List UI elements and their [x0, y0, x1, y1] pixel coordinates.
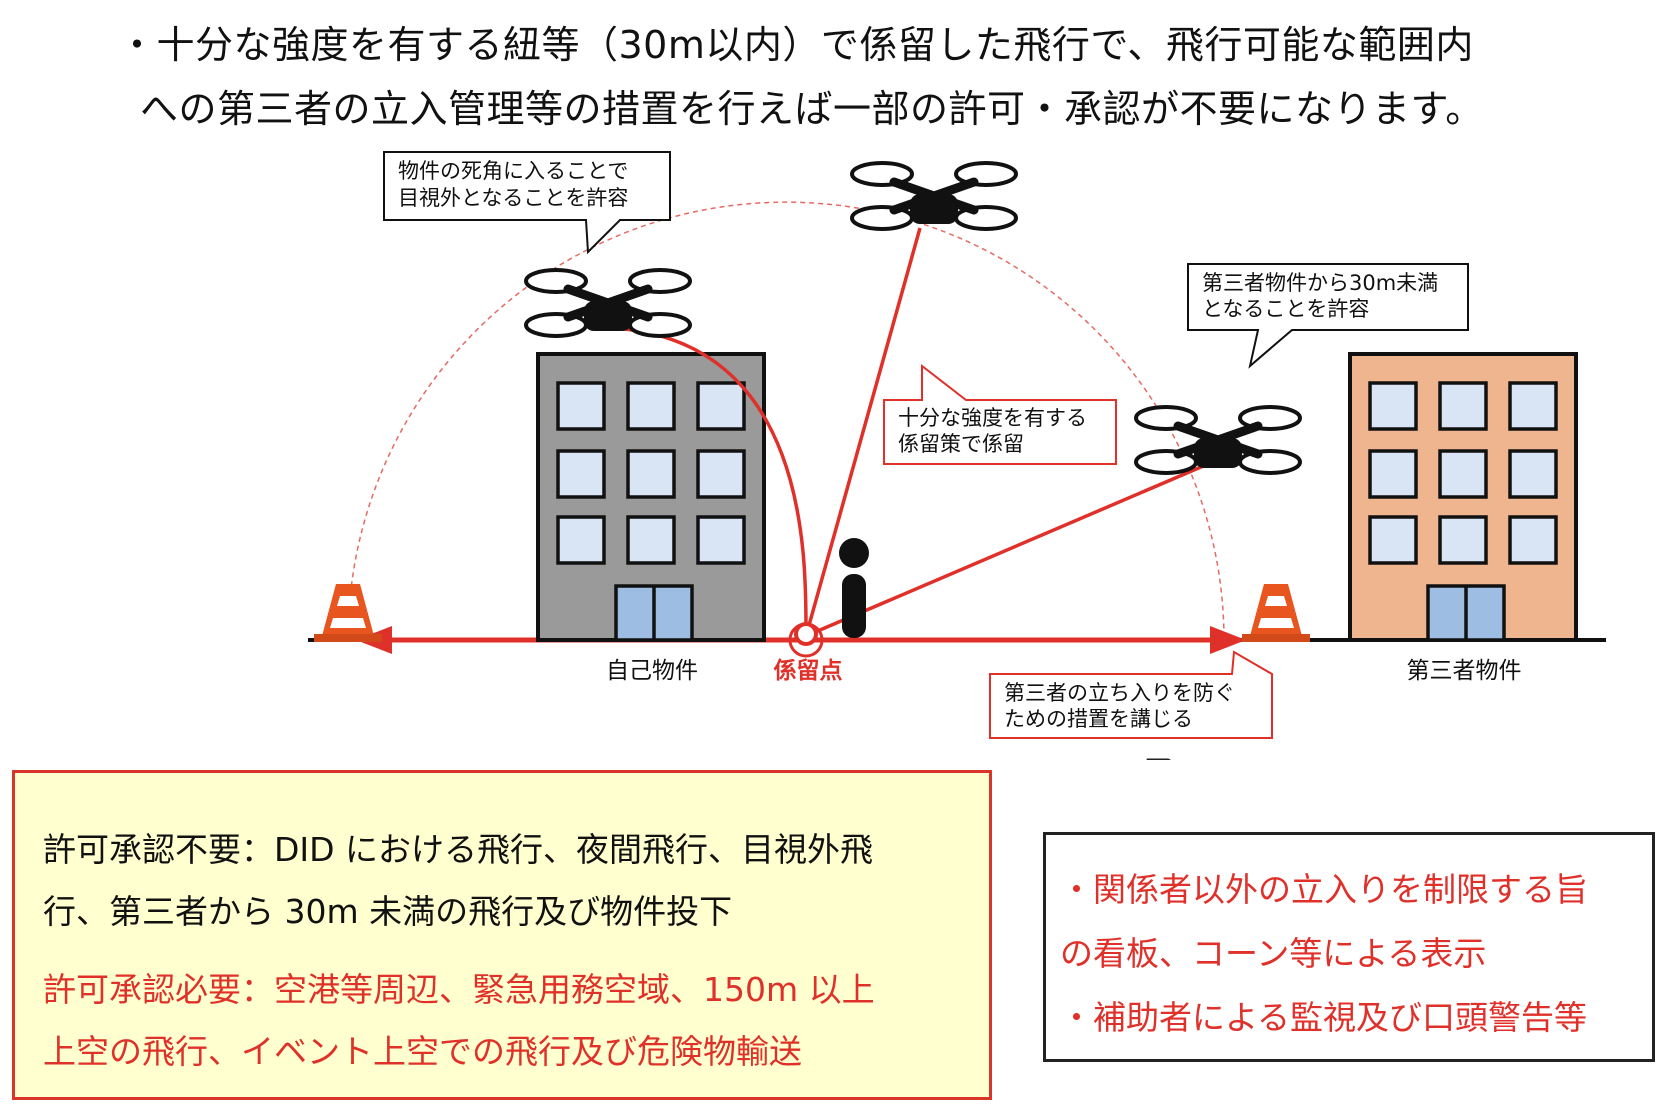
person-figure — [839, 538, 869, 638]
heading-line-2: への第三者の立入管理等の措置を行えば一部の許可・承認が不要になります。 — [140, 87, 1484, 131]
flight-range-arc — [347, 201, 1225, 641]
callout-entry-line-2: ための措置を講じる — [1004, 707, 1193, 731]
callout-entry-prevention: 第三者の立ち入りを防ぐ ための措置を講じる — [989, 650, 1273, 739]
heading-line-1: ・十分な強度を有する紐等（30m以内）で係留した飛行で、飛行可能な範囲内 — [118, 23, 1474, 67]
range-arrow-right-head — [1210, 626, 1246, 654]
callout-tether: 十分な強度を有する 係留策で係留 — [883, 363, 1117, 465]
label-tether-point: 係留点 — [774, 658, 843, 684]
callout-tether-line-2: 係留策で係留 — [898, 432, 1024, 456]
callout-blind-spot: 物件の死角に入ることで 目視外となることを許容 — [383, 151, 671, 255]
cone-left — [314, 584, 382, 642]
permission-info-box: 許可承認不要：DID における飛行、夜間飛行、目視外飛 行、第三者から 30m … — [12, 770, 992, 1100]
tether-rope-high — [804, 227, 922, 637]
callout-entry-line-1: 第三者の立ち入りを防ぐ — [1004, 681, 1235, 705]
drone-right — [1136, 407, 1300, 473]
callout-third-party-distance: 第三者物件から30m未満 となることを許容 — [1187, 263, 1469, 369]
callout-blind-spot-line-1: 物件の死角に入ることで — [398, 159, 628, 183]
tether-rope-right — [805, 462, 1209, 638]
measures-box: ・関係者以外の立入りを制限する旨 の看板、コーン等による表示 ・補助者による監視… — [1043, 832, 1655, 1062]
callout-distance-line-2: となることを許容 — [1202, 297, 1369, 321]
required-line-2: 上空の飛行、イベント上空での飛行及び危険物輸送 — [43, 1032, 802, 1071]
not-required-line-1: 許可承認不要：DID における飛行、夜間飛行、目視外飛 — [43, 830, 874, 869]
cone-right — [1242, 584, 1310, 642]
third-party-building — [1348, 352, 1578, 642]
callout-tether-line-1: 十分な強度を有する — [898, 406, 1087, 430]
drone-roof — [526, 270, 690, 336]
measures-line-2: の看板、コーン等による表示 — [1060, 934, 1487, 973]
callout-distance-line-1: 第三者物件から30m未満 — [1202, 271, 1438, 295]
required-line-1: 許可承認必要：空港等周辺、緊急用務空域、150m 以上 — [43, 970, 875, 1009]
not-required-line-2: 行、第三者から 30m 未満の飛行及び物件投下 — [43, 892, 733, 931]
own-building — [536, 352, 766, 642]
measures-line-1: ・関係者以外の立入りを制限する旨 — [1060, 870, 1588, 909]
measures-line-3: ・補助者による監視及び口頭警告等 — [1060, 998, 1588, 1037]
callout-blind-spot-line-2: 目視外となることを許容 — [398, 186, 628, 210]
tether-rope-roof — [611, 326, 808, 637]
tethered-flight-diagram: 物件の死角に入ることで 目視外となることを許容 第三者物件から30m未満 となる… — [308, 151, 1606, 760]
label-third-party-building: 第三者物件 — [1407, 658, 1522, 684]
tether-point-marker — [788, 622, 824, 658]
drone-high — [852, 163, 1016, 229]
label-own-building: 自己物件 — [606, 658, 698, 684]
